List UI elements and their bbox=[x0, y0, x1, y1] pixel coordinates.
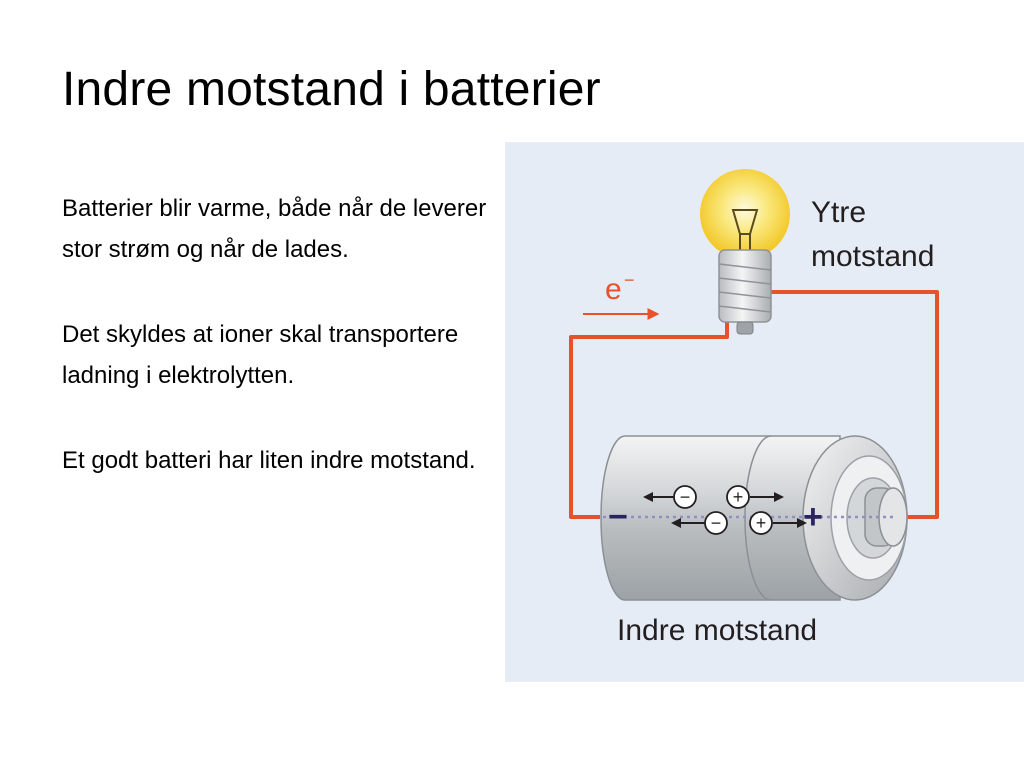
positive-ion-icon: + bbox=[749, 511, 773, 535]
bullet-list: Batterier blir varme, både når de levere… bbox=[62, 188, 502, 525]
light-bulb-icon bbox=[700, 169, 790, 335]
negative-ion-sign: − bbox=[680, 487, 691, 507]
minus-terminal-label: − bbox=[608, 498, 628, 536]
plus-terminal-label: + bbox=[803, 498, 823, 536]
negative-ion-sign: − bbox=[711, 513, 722, 533]
circuit-wire bbox=[569, 290, 939, 519]
electron-arrow-icon: e − bbox=[583, 270, 660, 320]
negative-ion-icon: − bbox=[704, 511, 728, 535]
slide-title: Indre motstand i batterier bbox=[62, 63, 601, 116]
inner-resistance-label: Indre motstand bbox=[617, 614, 817, 647]
positive-ion-sign: + bbox=[733, 487, 744, 507]
outer-resistance-label-line1: Ytre bbox=[811, 196, 866, 229]
positive-ion-sign: + bbox=[756, 513, 767, 533]
outer-resistance-label-line2: motstand bbox=[811, 240, 934, 273]
ion-migration: − + − + bbox=[643, 485, 807, 535]
bullet-good-battery: Et godt batteri har liten indre motstand… bbox=[62, 447, 476, 474]
negative-ion-icon: − bbox=[673, 485, 697, 509]
positive-ion-icon: + bbox=[726, 485, 750, 509]
electron-label: e bbox=[605, 273, 622, 306]
bullet-ions: Det skyldes at ioner skal transportere l… bbox=[62, 321, 459, 389]
electron-superscript: − bbox=[624, 270, 635, 290]
circuit-diagram: e − Ytre motstand bbox=[569, 169, 939, 647]
bullet-heat: Batterier blir varme, både når de levere… bbox=[62, 195, 487, 263]
circuit-figure: e − Ytre motstand bbox=[505, 142, 1024, 682]
